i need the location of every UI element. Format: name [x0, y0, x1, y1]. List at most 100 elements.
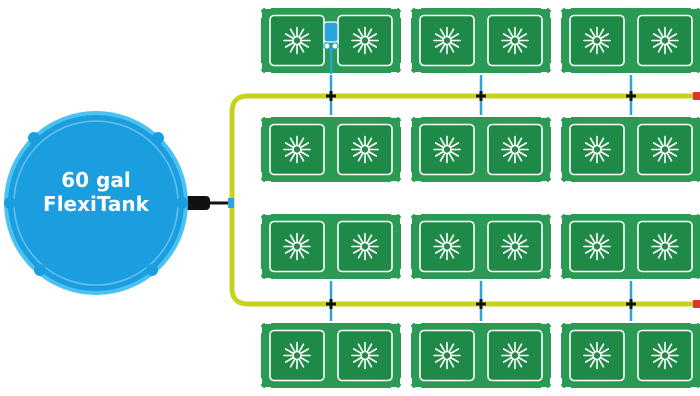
- tray-notch: [258, 218, 262, 224]
- tray-notch: [550, 172, 554, 178]
- tray-notch: [265, 320, 271, 324]
- flower-icon: [501, 135, 529, 164]
- tray-notch: [558, 172, 562, 178]
- pot-panel: [637, 220, 693, 273]
- tray-notch: [391, 387, 397, 391]
- tray-notch: [691, 320, 697, 324]
- tray-notch: [558, 63, 562, 69]
- tray-notch: [691, 387, 697, 391]
- tray-notch: [541, 114, 547, 118]
- tray-notch: [415, 181, 421, 185]
- feed-lines: [329, 74, 633, 322]
- grow-tray: [558, 320, 700, 391]
- tray-notch: [391, 72, 397, 76]
- tray-notch: [391, 114, 397, 118]
- tray-notch: [565, 5, 571, 9]
- tray-notch: [265, 5, 271, 9]
- flower-icon: [351, 341, 379, 370]
- tray-notch: [400, 378, 404, 384]
- pot-panel: [569, 14, 625, 67]
- flexitank: [4, 111, 188, 295]
- pot-panel: [569, 329, 625, 382]
- tray-notch: [400, 327, 404, 333]
- tank-handle: [176, 197, 188, 209]
- flower-icon: [433, 135, 461, 164]
- flower-icon: [651, 135, 679, 164]
- tray-notch: [400, 12, 404, 18]
- pot-panel: [269, 329, 325, 382]
- cross-fitting: [629, 299, 633, 309]
- tray-notch: [400, 121, 404, 127]
- tray-notch: [550, 218, 554, 224]
- tray-notch: [415, 5, 421, 9]
- tray-notch: [558, 269, 562, 275]
- pot-panel: [419, 220, 475, 273]
- cross-fitting: [329, 91, 333, 101]
- flower-icon: [583, 232, 611, 261]
- tray-notch: [391, 181, 397, 185]
- tray-notch: [265, 211, 271, 215]
- tray-notch: [565, 114, 571, 118]
- tray-notch: [558, 12, 562, 18]
- cross-fitting: [479, 91, 483, 101]
- tray-notch: [408, 63, 412, 69]
- tray-notch: [258, 269, 262, 275]
- pot-panel: [487, 14, 543, 67]
- tray-notch: [408, 327, 412, 333]
- tray-notch: [550, 12, 554, 18]
- tray-notch: [691, 114, 697, 118]
- valve-float: [323, 42, 331, 50]
- end-cap: [693, 92, 700, 100]
- tray-notch: [691, 278, 697, 282]
- tray-notch: [691, 72, 697, 76]
- flower-icon: [283, 232, 311, 261]
- tray-notch: [550, 63, 554, 69]
- tray-notch: [565, 211, 571, 215]
- flower-icon: [433, 26, 461, 55]
- tray-notch: [258, 121, 262, 127]
- flower-icon: [283, 135, 311, 164]
- tray-notch: [391, 211, 397, 215]
- tray-notch: [258, 63, 262, 69]
- pot-panel: [337, 220, 393, 273]
- tray-notch: [550, 269, 554, 275]
- tray-notch: [415, 320, 421, 324]
- tank-handle: [28, 132, 40, 144]
- flower-icon: [351, 26, 379, 55]
- tray-notch: [258, 378, 262, 384]
- cross-fitting: [329, 299, 333, 309]
- tray-notch: [415, 114, 421, 118]
- tray-notch: [400, 218, 404, 224]
- tray-notch: [541, 211, 547, 215]
- tray-notch: [565, 387, 571, 391]
- tray-notch: [258, 12, 262, 18]
- valve-float: [331, 42, 339, 50]
- flower-icon: [433, 341, 461, 370]
- tray-notch: [265, 114, 271, 118]
- tray-notch: [408, 378, 412, 384]
- flower-icon: [651, 26, 679, 55]
- grow-tray: [258, 320, 404, 391]
- float-valve-icon: [323, 21, 339, 74]
- tray-notch: [415, 72, 421, 76]
- flower-icon: [283, 341, 311, 370]
- tray-notch: [258, 172, 262, 178]
- grow-tray: [408, 114, 554, 185]
- tray-notch: [408, 12, 412, 18]
- tray-notch: [565, 278, 571, 282]
- pot-panel: [569, 220, 625, 273]
- pot-panel: [337, 123, 393, 176]
- tray-notch: [550, 378, 554, 384]
- pot-panel: [487, 123, 543, 176]
- tray-grid: [258, 5, 700, 391]
- flower-icon: [351, 135, 379, 164]
- tray-notch: [265, 72, 271, 76]
- flower-icon: [651, 232, 679, 261]
- flower-icon: [283, 26, 311, 55]
- pot-panel: [637, 14, 693, 67]
- tray-notch: [558, 327, 562, 333]
- tray-notch: [541, 5, 547, 9]
- grow-tray: [258, 211, 404, 282]
- tray-notch: [558, 218, 562, 224]
